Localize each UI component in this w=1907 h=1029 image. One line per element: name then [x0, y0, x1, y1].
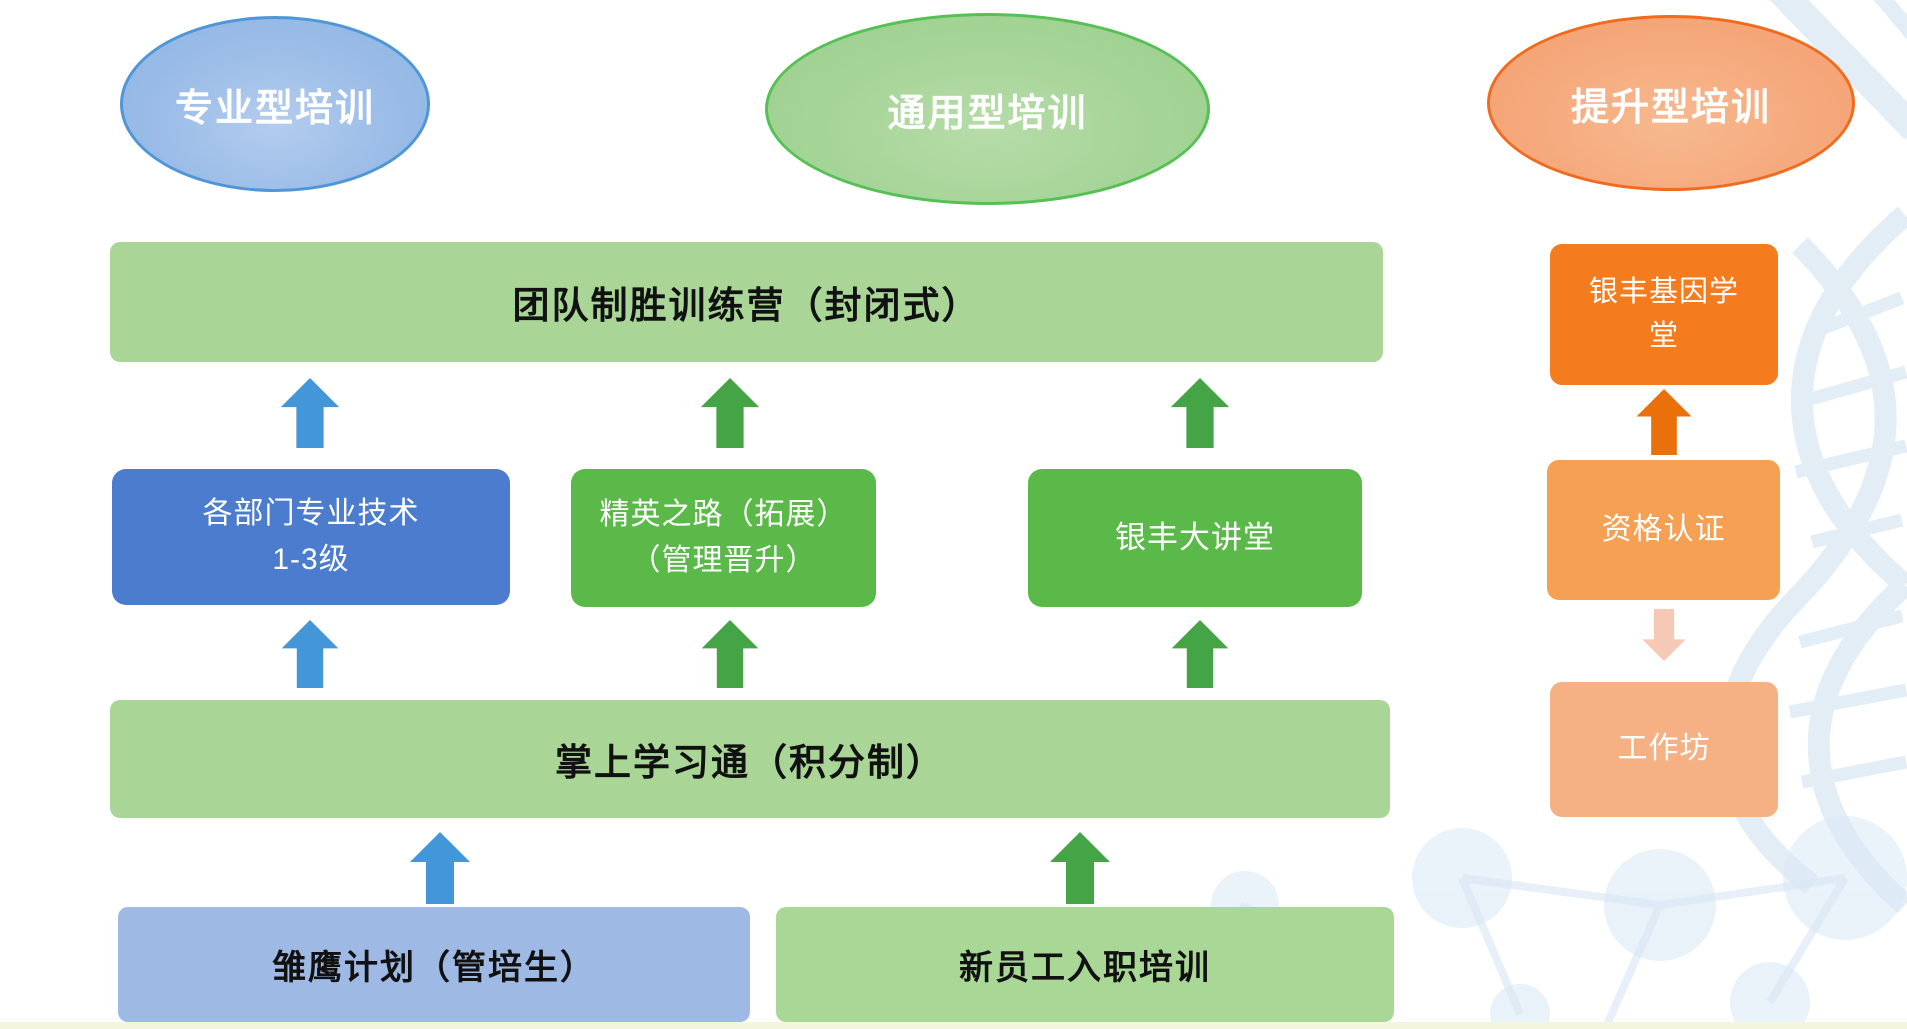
category-label-professional: 专业型培训 — [174, 87, 375, 130]
category-label-improvement: 提升型培训 — [1570, 86, 1771, 129]
up-arrow-icon — [700, 378, 760, 448]
up-arrow-learning-to-lecture — [1168, 620, 1232, 688]
up-arrow-icon — [281, 620, 339, 688]
up-arrow-icon — [1050, 832, 1110, 904]
box-gene-school: 银丰基因学堂 — [1550, 244, 1778, 385]
box-eagle-plan: 雏鹰计划（管培生） — [118, 907, 750, 1022]
box-workshop-label: 工作坊 — [1617, 732, 1711, 766]
up-arrow-onboarding-to-learning — [1048, 832, 1112, 904]
box-onboarding-label: 新员工入职培训 — [959, 949, 1211, 987]
bar-team-camp-label: 团队制胜训练营（封闭式） — [512, 285, 981, 326]
up-arrow-learning-to-elite — [698, 620, 762, 688]
box-qualification-label: 资格认证 — [1601, 512, 1726, 546]
up-arrow-icon — [280, 378, 340, 448]
box-eagle-plan-label: 雏鹰计划（管培生） — [272, 949, 596, 987]
box-lecture-hall-label: 银丰大讲堂 — [1115, 519, 1275, 555]
category-ellipse-improvement: 提升型培训 — [1487, 15, 1855, 191]
up-arrow-qualification-to-gene-school — [1634, 389, 1694, 455]
box-elite-road: 精英之路（拓展） （管理晋升） — [571, 469, 876, 607]
up-arrow-dept-to-camp — [278, 378, 342, 448]
category-ellipse-general: 通用型培训 — [765, 13, 1210, 205]
up-arrow-icon — [1171, 620, 1229, 688]
bar-team-camp: 团队制胜训练营（封闭式） — [110, 242, 1383, 362]
box-lecture-hall: 银丰大讲堂 — [1028, 469, 1362, 607]
down-arrow-icon — [1642, 609, 1686, 661]
bar-mobile-learning: 掌上学习通（积分制） — [110, 700, 1390, 818]
up-arrow-icon — [1170, 378, 1230, 448]
box-elite-road-line2: （管理晋升） — [630, 544, 817, 577]
bar-mobile-learning-label: 掌上学习通（积分制） — [555, 742, 945, 783]
box-gene-school-label: 银丰基因学堂 — [1588, 276, 1739, 352]
up-arrow-icon — [410, 832, 470, 904]
up-arrow-icon — [701, 620, 759, 688]
up-arrow-elite-to-camp — [698, 378, 762, 448]
down-arrow-qualification-to-workshop — [1636, 609, 1692, 661]
box-dept-tech-line1: 各部门专业技术 — [202, 496, 420, 530]
up-arrow-lecture-to-camp — [1168, 378, 1232, 448]
up-arrow-learning-to-dept — [278, 620, 342, 688]
up-arrow-icon — [1636, 389, 1692, 455]
up-arrow-eagle-to-learning — [408, 832, 472, 904]
category-ellipse-professional: 专业型培训 — [120, 16, 430, 192]
category-label-general: 通用型培训 — [887, 92, 1088, 135]
box-new-employee-onboarding: 新员工入职培训 — [776, 907, 1394, 1022]
box-elite-road-line1: 精英之路（拓展） — [599, 497, 848, 531]
box-dept-tech-line2: 1-3级 — [272, 543, 350, 576]
box-dept-professional-tech: 各部门专业技术 1-3级 — [112, 469, 510, 605]
box-qualification: 资格认证 — [1547, 460, 1780, 600]
box-workshop: 工作坊 — [1550, 682, 1778, 817]
